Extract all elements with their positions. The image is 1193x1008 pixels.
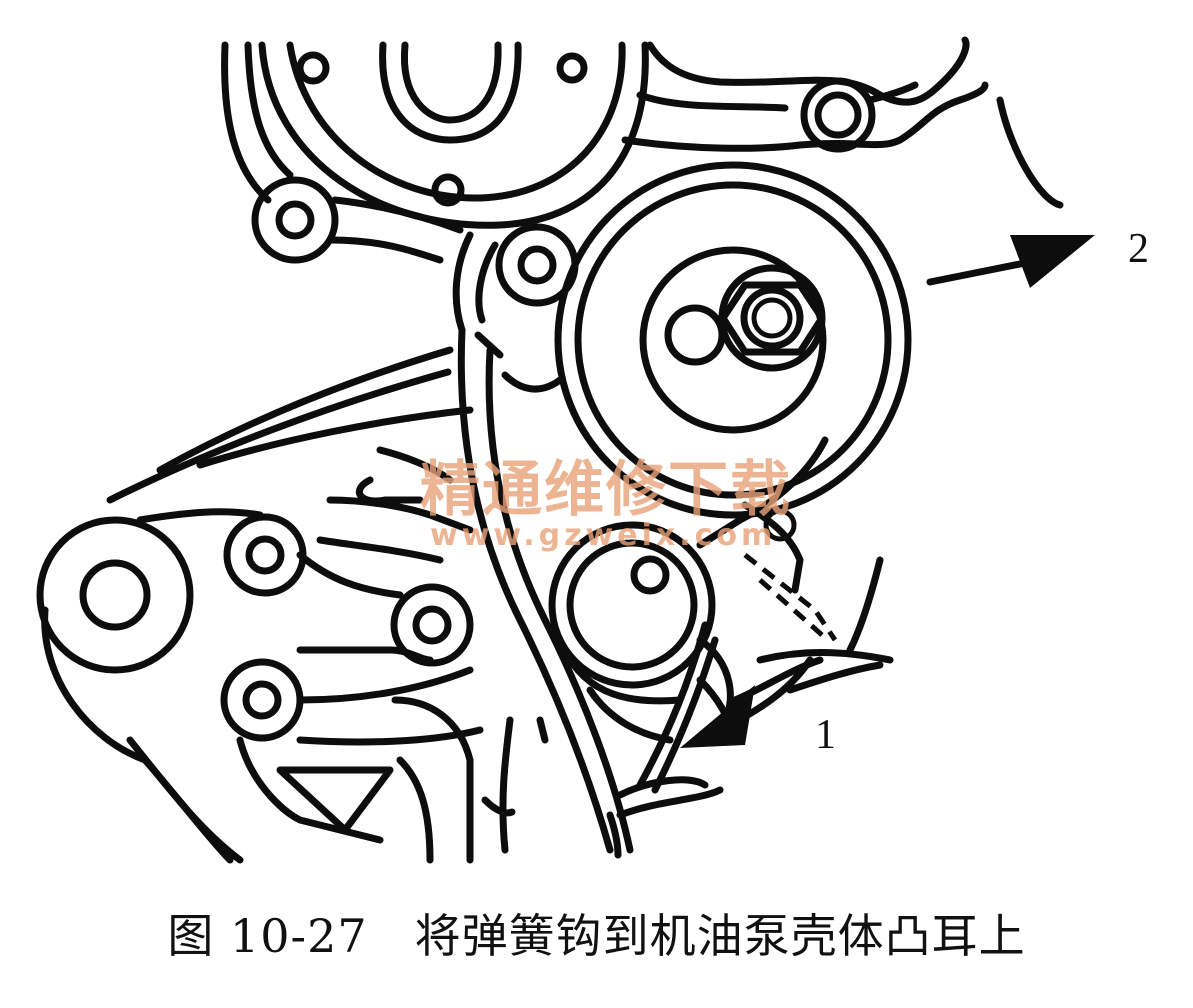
callout-label-1: 1 <box>815 712 836 758</box>
callout-label-2: 2 <box>1128 226 1149 272</box>
watermark-text: 精通维修下载 <box>420 455 792 525</box>
timing-belt <box>457 326 634 854</box>
camshaft-sprocket-area <box>221 41 649 229</box>
timing-cover-right <box>621 36 1064 209</box>
tensioner-pulley <box>452 161 912 519</box>
figure-caption: 图 10-27 将弹簧钩到机油泵壳体凸耳上 <box>167 909 1026 963</box>
lower-detail-lines <box>481 556 884 859</box>
direction-arrow-1: 1 <box>680 656 836 758</box>
crankshaft-sprocket <box>548 436 829 744</box>
watermark-url: www.gzweix.com <box>430 518 776 553</box>
direction-arrow-2: 2 <box>926 226 1149 288</box>
upper-left-bolt-boss <box>251 176 464 264</box>
engine-timing-diagram: 2 <box>36 36 1149 864</box>
oil-pump-housing <box>36 346 484 864</box>
watermark: 精通维修下载 www.gzweix.com <box>420 455 792 553</box>
